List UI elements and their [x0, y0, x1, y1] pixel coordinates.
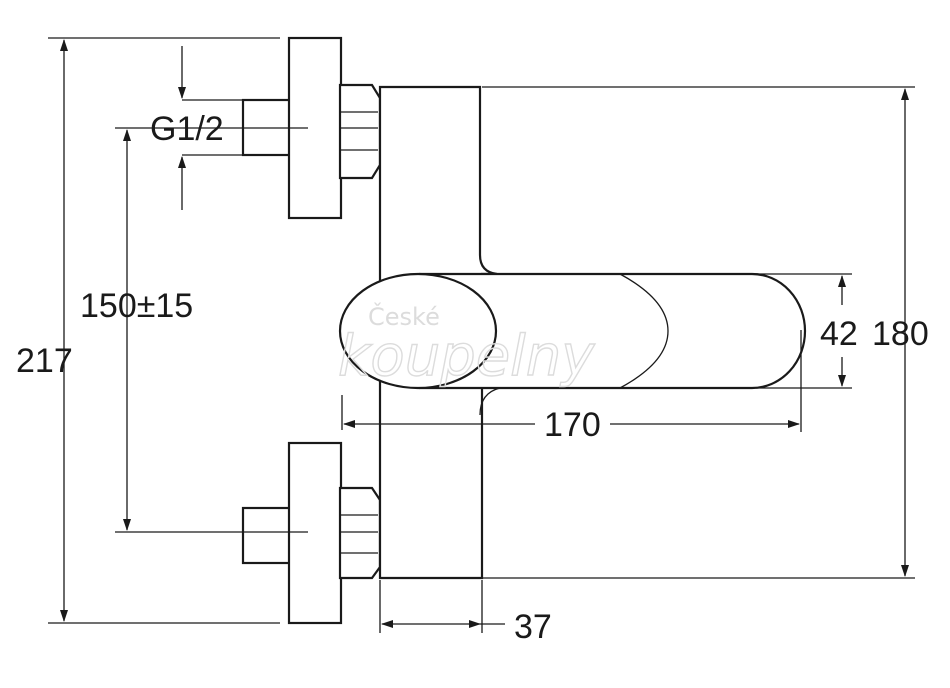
- label-projection: 37: [514, 608, 552, 646]
- label-body-height: 180: [872, 315, 929, 353]
- watermark-line1: České: [368, 301, 440, 331]
- label-thread: G1/2: [150, 110, 224, 148]
- label-spacing: 150±15: [80, 287, 193, 325]
- label-handle-height: 42: [820, 315, 858, 353]
- lever-handle: [338, 272, 807, 390]
- label-total-height: 217: [16, 342, 73, 380]
- label-handle-length: 170: [544, 406, 601, 444]
- top-connector: [241, 36, 382, 220]
- bottom-connector: [241, 441, 382, 625]
- watermark-line2: koupelny: [338, 324, 595, 389]
